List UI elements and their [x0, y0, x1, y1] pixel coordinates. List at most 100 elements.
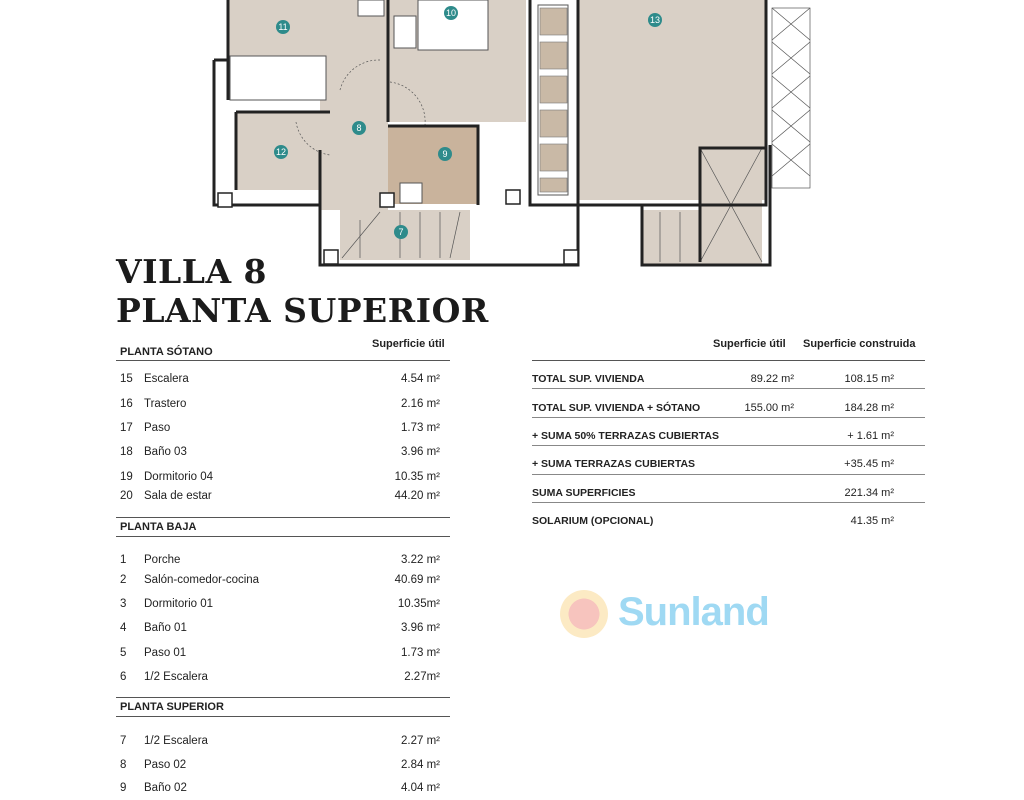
- divider: [116, 360, 450, 361]
- room-area: 10.35m²: [397, 598, 440, 610]
- room-badge: [394, 225, 408, 239]
- room-name: Dormitorio 01: [144, 598, 214, 610]
- room-row: 9 Baño 02 4.04 m²: [120, 782, 440, 796]
- summary-label: TOTAL SUP. VIVIENDA + SÓTANO: [532, 402, 701, 414]
- floor-title: PLANTA SUPERIOR: [116, 291, 489, 330]
- room-label: 11: [278, 22, 287, 32]
- room-name: 1/2 Escalera: [144, 671, 208, 683]
- room-name: Sala de estar: [144, 490, 212, 502]
- divider: [532, 417, 925, 418]
- section-superior: PLANTA SUPERIOR: [120, 701, 224, 713]
- room-name: Paso 01: [144, 647, 187, 659]
- room-name: Porche: [144, 554, 181, 566]
- room-area: 40.69 m²: [394, 574, 440, 586]
- summary-label: SOLARIUM (OPCIONAL): [532, 515, 654, 527]
- room-row: 3 Dormitorio 01 10.35m²: [120, 598, 440, 612]
- room-badge: [444, 6, 458, 20]
- room-name: Baño 01: [144, 622, 187, 634]
- room-badge: [276, 20, 290, 34]
- room-label: 9: [442, 149, 447, 159]
- summary-construida: 221.34 m²: [844, 487, 894, 499]
- watermark-logo-icon: [560, 590, 608, 638]
- summary-row: TOTAL SUP. VIVIENDA + SÓTANO 155.00 m² 184…: [532, 402, 902, 416]
- room-number: 9: [120, 782, 127, 794]
- section-baja: PLANTA BAJA: [120, 521, 197, 533]
- divider: [532, 388, 925, 389]
- room-number: 3: [120, 598, 127, 610]
- room-name: Paso 02: [144, 759, 187, 771]
- summary-label: TOTAL SUP. VIVIENDA: [532, 373, 645, 385]
- summary-util: 155.00 m²: [744, 402, 794, 414]
- room-number: 15: [120, 373, 133, 385]
- room-area: 1.73 m²: [401, 422, 440, 434]
- right-header-construida: Superficie construida: [803, 338, 916, 350]
- room-number: 17: [120, 422, 133, 434]
- room-row: 15 Escalera 4.54 m²: [120, 373, 440, 387]
- summary-row: SUMA SUPERFICIES 221.34 m²: [532, 487, 902, 501]
- summary-label: + SUMA TERRAZAS CUBIERTAS: [532, 458, 696, 470]
- room-name: Paso: [144, 422, 171, 434]
- room-name: Dormitorio 04: [144, 471, 214, 483]
- room-name: Baño 03: [144, 446, 187, 458]
- room-area: 4.04 m²: [401, 782, 440, 794]
- room-area: 4.54 m²: [401, 373, 440, 385]
- room-number: 8: [120, 759, 127, 771]
- room-row: 5 Paso 01 1.73 m²: [120, 647, 440, 661]
- summary-row: SOLARIUM (OPCIONAL)41.35 m²: [532, 515, 902, 529]
- summary-construida: + 1.61 m²: [847, 430, 894, 442]
- room-label: 12: [276, 147, 286, 157]
- summary-construida: 184.28 m²: [844, 402, 894, 414]
- room-name: Baño 02: [144, 782, 187, 794]
- left-header-util: Superficie útil: [372, 338, 445, 350]
- divider: [116, 536, 450, 537]
- room-number: 5: [120, 647, 127, 659]
- room-number: 2: [120, 574, 127, 586]
- room-number: 4: [120, 622, 127, 634]
- villa-title: VILLA 8: [116, 252, 268, 291]
- room-name: 1/2 Escalera: [144, 735, 208, 747]
- watermark: Sunland: [618, 590, 770, 634]
- room-badge: [274, 145, 288, 159]
- room-row: 7 1/2 Escalera 2.27 m²: [120, 735, 440, 749]
- room-number: 1: [120, 554, 127, 566]
- room-area: 2.27 m²: [401, 735, 440, 747]
- room-area: 3.96 m²: [401, 622, 440, 634]
- room-area: 2.27m²: [404, 671, 440, 683]
- room-label: 13: [650, 15, 660, 25]
- summary-label: SUMA SUPERFICIES: [532, 487, 636, 499]
- room-label: 10: [446, 8, 456, 18]
- room-row: 6 1/2 Escalera 2.27m²: [120, 671, 440, 685]
- divider: [116, 716, 450, 717]
- room-number: 6: [120, 671, 127, 683]
- summary-row: + SUMA TERRAZAS CUBIERTAS+35.45 m²: [532, 458, 902, 472]
- divider: [532, 445, 925, 446]
- section-sotano: PLANTA SÓTANO: [120, 346, 213, 358]
- room-area: 1.73 m²: [401, 647, 440, 659]
- floor-plan: 7 8 9 10 11 12 13: [212, 0, 811, 267]
- room-name: Escalera: [144, 373, 189, 385]
- divider: [116, 517, 450, 518]
- room-area: 10.35 m²: [394, 471, 440, 483]
- room-number: 16: [120, 398, 133, 410]
- divider: [532, 502, 925, 503]
- right-header-util: Superficie útil: [713, 338, 786, 350]
- room-area: 3.96 m²: [401, 446, 440, 458]
- room-area: 3.22 m²: [401, 554, 440, 566]
- room-badge: [648, 13, 662, 27]
- summary-row: + SUMA 50% TERRAZAS CUBIERTAS + 1.61 m²: [532, 430, 902, 444]
- room-row: 1 Porche 3.22 m²: [120, 554, 440, 568]
- room-badge: [438, 147, 452, 161]
- room-number: 20: [120, 490, 133, 502]
- room-badge: [352, 121, 366, 135]
- summary-label: + SUMA 50% TERRAZAS CUBIERTAS: [532, 430, 719, 442]
- summary-construida: 108.15 m²: [844, 373, 894, 385]
- room-number: 7: [120, 735, 127, 747]
- divider: [532, 474, 925, 475]
